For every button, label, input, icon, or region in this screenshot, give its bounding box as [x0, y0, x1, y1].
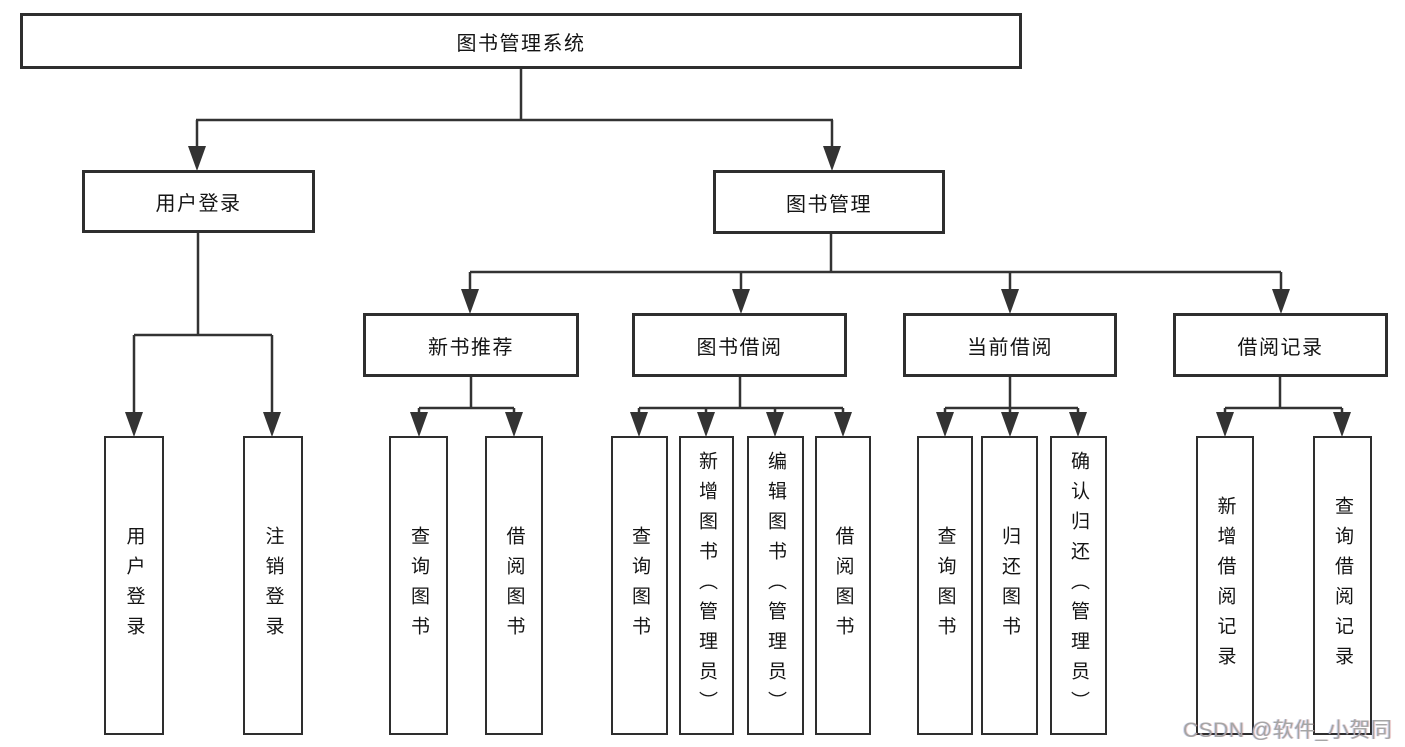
leaf-query-borrow-record-label: 查询借阅记录 [1332, 495, 1353, 676]
leaf-add-books-admin: 新增图书（管理员） [679, 436, 734, 735]
csdn-watermark: CSDN @软件_小贺同学 [1183, 719, 1393, 742]
box-new-book-recommend: 新书推荐 [363, 313, 579, 377]
leaf-query-books-current: 查询图书 [917, 436, 973, 735]
leaf-return-books: 归还图书 [981, 436, 1038, 735]
leaf-borrow-books-borrowing-label: 借阅图书 [832, 525, 854, 646]
leaf-query-books-borrowing: 查询图书 [611, 436, 668, 735]
box-book-management: 图书管理 [713, 170, 945, 234]
box-current-borrowing: 当前借阅 [903, 313, 1117, 377]
leaf-borrow-books-recommend-label: 借阅图书 [503, 525, 525, 646]
leaf-query-books-recommend-label: 查询图书 [408, 525, 429, 646]
leaf-return-books-label: 归还图书 [999, 525, 1020, 646]
leaf-query-books-recommend: 查询图书 [389, 436, 448, 735]
leaf-edit-books-admin: 编辑图书（管理员） [747, 436, 804, 735]
leaf-query-borrow-record: 查询借阅记录 [1313, 436, 1372, 735]
box-library-system: 图书管理系统 [20, 13, 1022, 69]
leaf-borrow-books-recommend: 借阅图书 [485, 436, 543, 735]
leaf-edit-books-admin-label: 编辑图书（管理员） [765, 450, 786, 721]
leaf-add-books-admin-label: 新增图书（管理员） [696, 450, 717, 721]
leaf-confirm-return-admin: 确认归还（管理员） [1050, 436, 1107, 735]
leaf-logout-label: 注销登录 [262, 525, 284, 646]
box-book-borrowing: 图书借阅 [632, 313, 847, 377]
box-user-login: 用户登录 [82, 170, 315, 233]
leaf-query-books-borrowing-label: 查询图书 [629, 525, 650, 646]
arrowheads [125, 146, 1351, 437]
leaf-logout: 注销登录 [243, 436, 303, 735]
leaf-confirm-return-admin-label: 确认归还（管理员） [1068, 450, 1089, 721]
leaf-user-login-label: 用户登录 [123, 525, 145, 646]
leaf-query-books-current-label: 查询图书 [934, 525, 956, 646]
leaf-borrow-books-borrowing: 借阅图书 [815, 436, 871, 735]
leaf-add-borrow-record-label: 新增借阅记录 [1214, 495, 1236, 676]
box-borrowing-records: 借阅记录 [1173, 313, 1388, 377]
leaf-add-borrow-record: 新增借阅记录 [1196, 436, 1254, 735]
leaf-user-login: 用户登录 [104, 436, 164, 735]
